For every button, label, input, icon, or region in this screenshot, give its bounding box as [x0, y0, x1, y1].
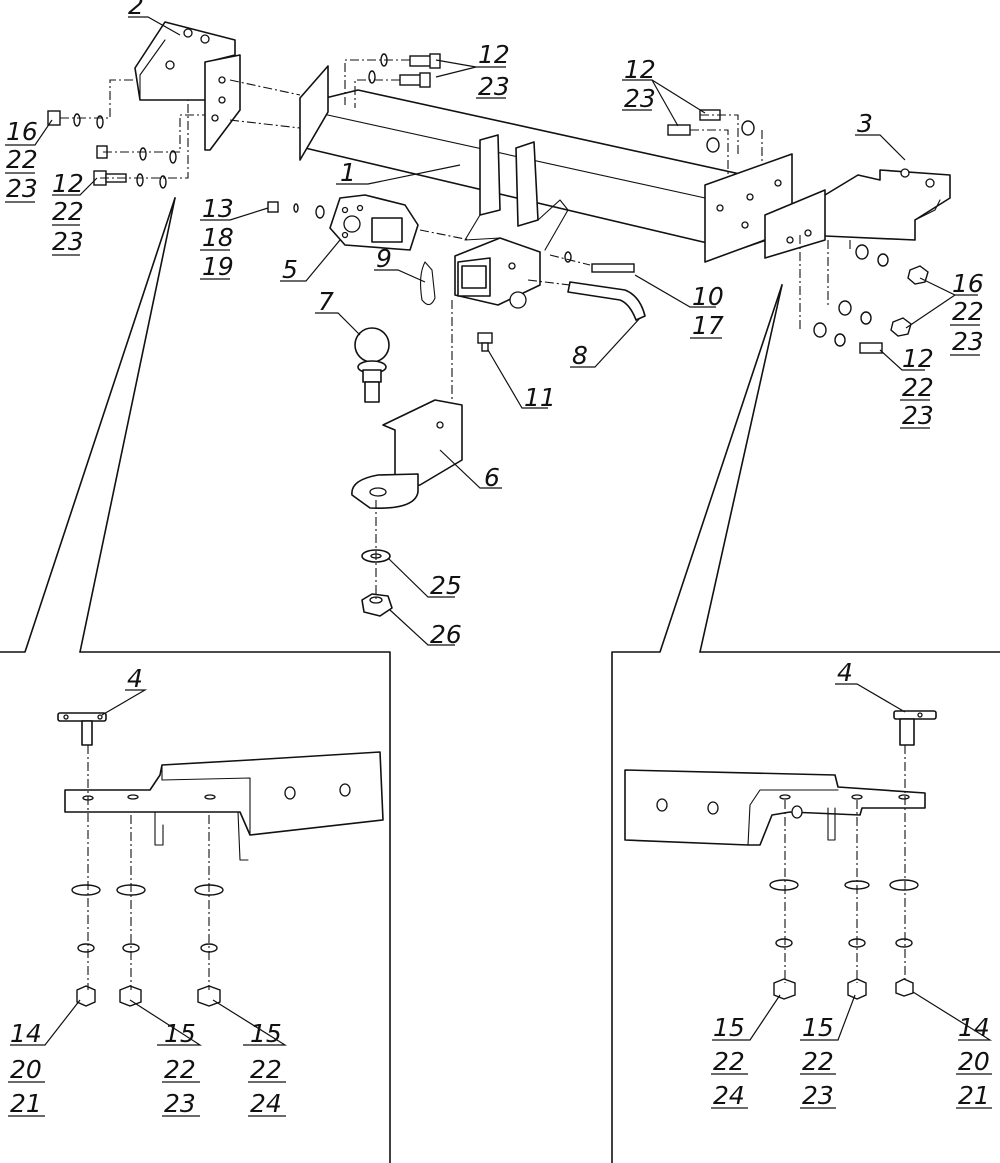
callout-23: 23 [952, 327, 984, 356]
callout-23: 23 [624, 84, 656, 113]
spring-clip [419, 261, 436, 306]
callout-22: 22 [802, 1047, 834, 1076]
fasteners-socket [267, 201, 635, 352]
callout-4: 4 [127, 664, 143, 693]
callout-2: 2 [128, 0, 144, 20]
detail-frame-right [611, 284, 1000, 1163]
callout-6: 6 [484, 463, 500, 492]
callout-24: 24 [250, 1089, 282, 1118]
callout-15: 15 [802, 1013, 834, 1042]
callout-17: 17 [692, 311, 724, 340]
callout-12: 12 [52, 169, 84, 198]
bracket-left [134, 21, 241, 151]
callout-10: 10 [692, 282, 724, 311]
leader-lines [5, 16, 993, 1046]
callout-3: 3 [857, 109, 873, 138]
callout-11: 11 [524, 383, 556, 412]
assembly-centerlines [60, 59, 851, 600]
callout-22: 22 [713, 1047, 745, 1076]
callout-15: 15 [250, 1019, 282, 1048]
callout-21: 21 [10, 1089, 42, 1118]
callout-4: 4 [837, 658, 853, 687]
left-detail-centerlines [87, 745, 210, 990]
callout-22: 22 [6, 145, 38, 174]
socket-plate [329, 194, 419, 251]
right-detail-bolt [893, 710, 937, 746]
callout-8: 8 [572, 341, 588, 370]
callout-underlines [5, 172, 992, 1117]
ball-mount [351, 399, 463, 509]
callout-23: 23 [164, 1089, 196, 1118]
callout-23: 23 [478, 72, 510, 101]
callout-22: 22 [902, 373, 934, 402]
callout-25: 25 [430, 571, 462, 600]
callout-20: 20 [958, 1047, 990, 1076]
nut-26 [361, 593, 393, 617]
callout-20: 20 [10, 1055, 42, 1084]
hitch-pin [567, 281, 646, 321]
right-detail-bracket [624, 769, 926, 846]
right-detail-washers [769, 879, 919, 948]
callout-7: 7 [318, 287, 334, 316]
callout-23: 23 [52, 227, 84, 256]
callout-16: 16 [6, 117, 38, 146]
callout-9: 9 [376, 244, 392, 273]
right-detail-nuts [773, 978, 914, 1000]
callout-1: 1 [340, 158, 356, 187]
callout-15: 15 [713, 1013, 745, 1042]
callout-22: 22 [164, 1055, 196, 1084]
fasteners-top-right [667, 109, 755, 153]
callout-22: 22 [250, 1055, 282, 1084]
callout-23: 23 [902, 401, 934, 430]
callout-24: 24 [713, 1081, 745, 1110]
callout-23: 23 [6, 174, 38, 203]
callout-12: 12 [624, 55, 656, 84]
tow-ball [354, 327, 390, 403]
callout-26: 26 [430, 620, 462, 649]
callout-16: 16 [952, 269, 984, 298]
callout-15: 15 [164, 1019, 196, 1048]
callout-12: 12 [478, 40, 510, 69]
detail-frame-left [0, 197, 391, 1163]
callout-14: 14 [958, 1013, 990, 1042]
callout-12: 12 [902, 344, 934, 373]
left-detail-bolt [57, 712, 107, 746]
left-detail-bracket [64, 751, 384, 861]
callout-21: 21 [958, 1081, 990, 1110]
left-detail-washers [71, 884, 224, 953]
fasteners-top-mid [368, 53, 441, 88]
callout-19: 19 [202, 252, 234, 281]
callout-5: 5 [282, 255, 298, 284]
callout-14: 14 [10, 1019, 42, 1048]
callout-22: 22 [952, 297, 984, 326]
right-detail-centerlines [784, 745, 906, 983]
bracket-right [764, 168, 951, 259]
callout-23: 23 [802, 1081, 834, 1110]
receiver-housing [454, 134, 569, 309]
callout-13: 13 [202, 194, 234, 223]
fasteners-right-side [813, 244, 929, 354]
callout-labels: 2 16 22 23 12 22 23 12 23 12 23 3 1 13 1… [6, 0, 990, 1118]
callout-22: 22 [52, 197, 84, 226]
callout-18: 18 [202, 223, 234, 252]
left-detail-nuts [76, 985, 221, 1007]
